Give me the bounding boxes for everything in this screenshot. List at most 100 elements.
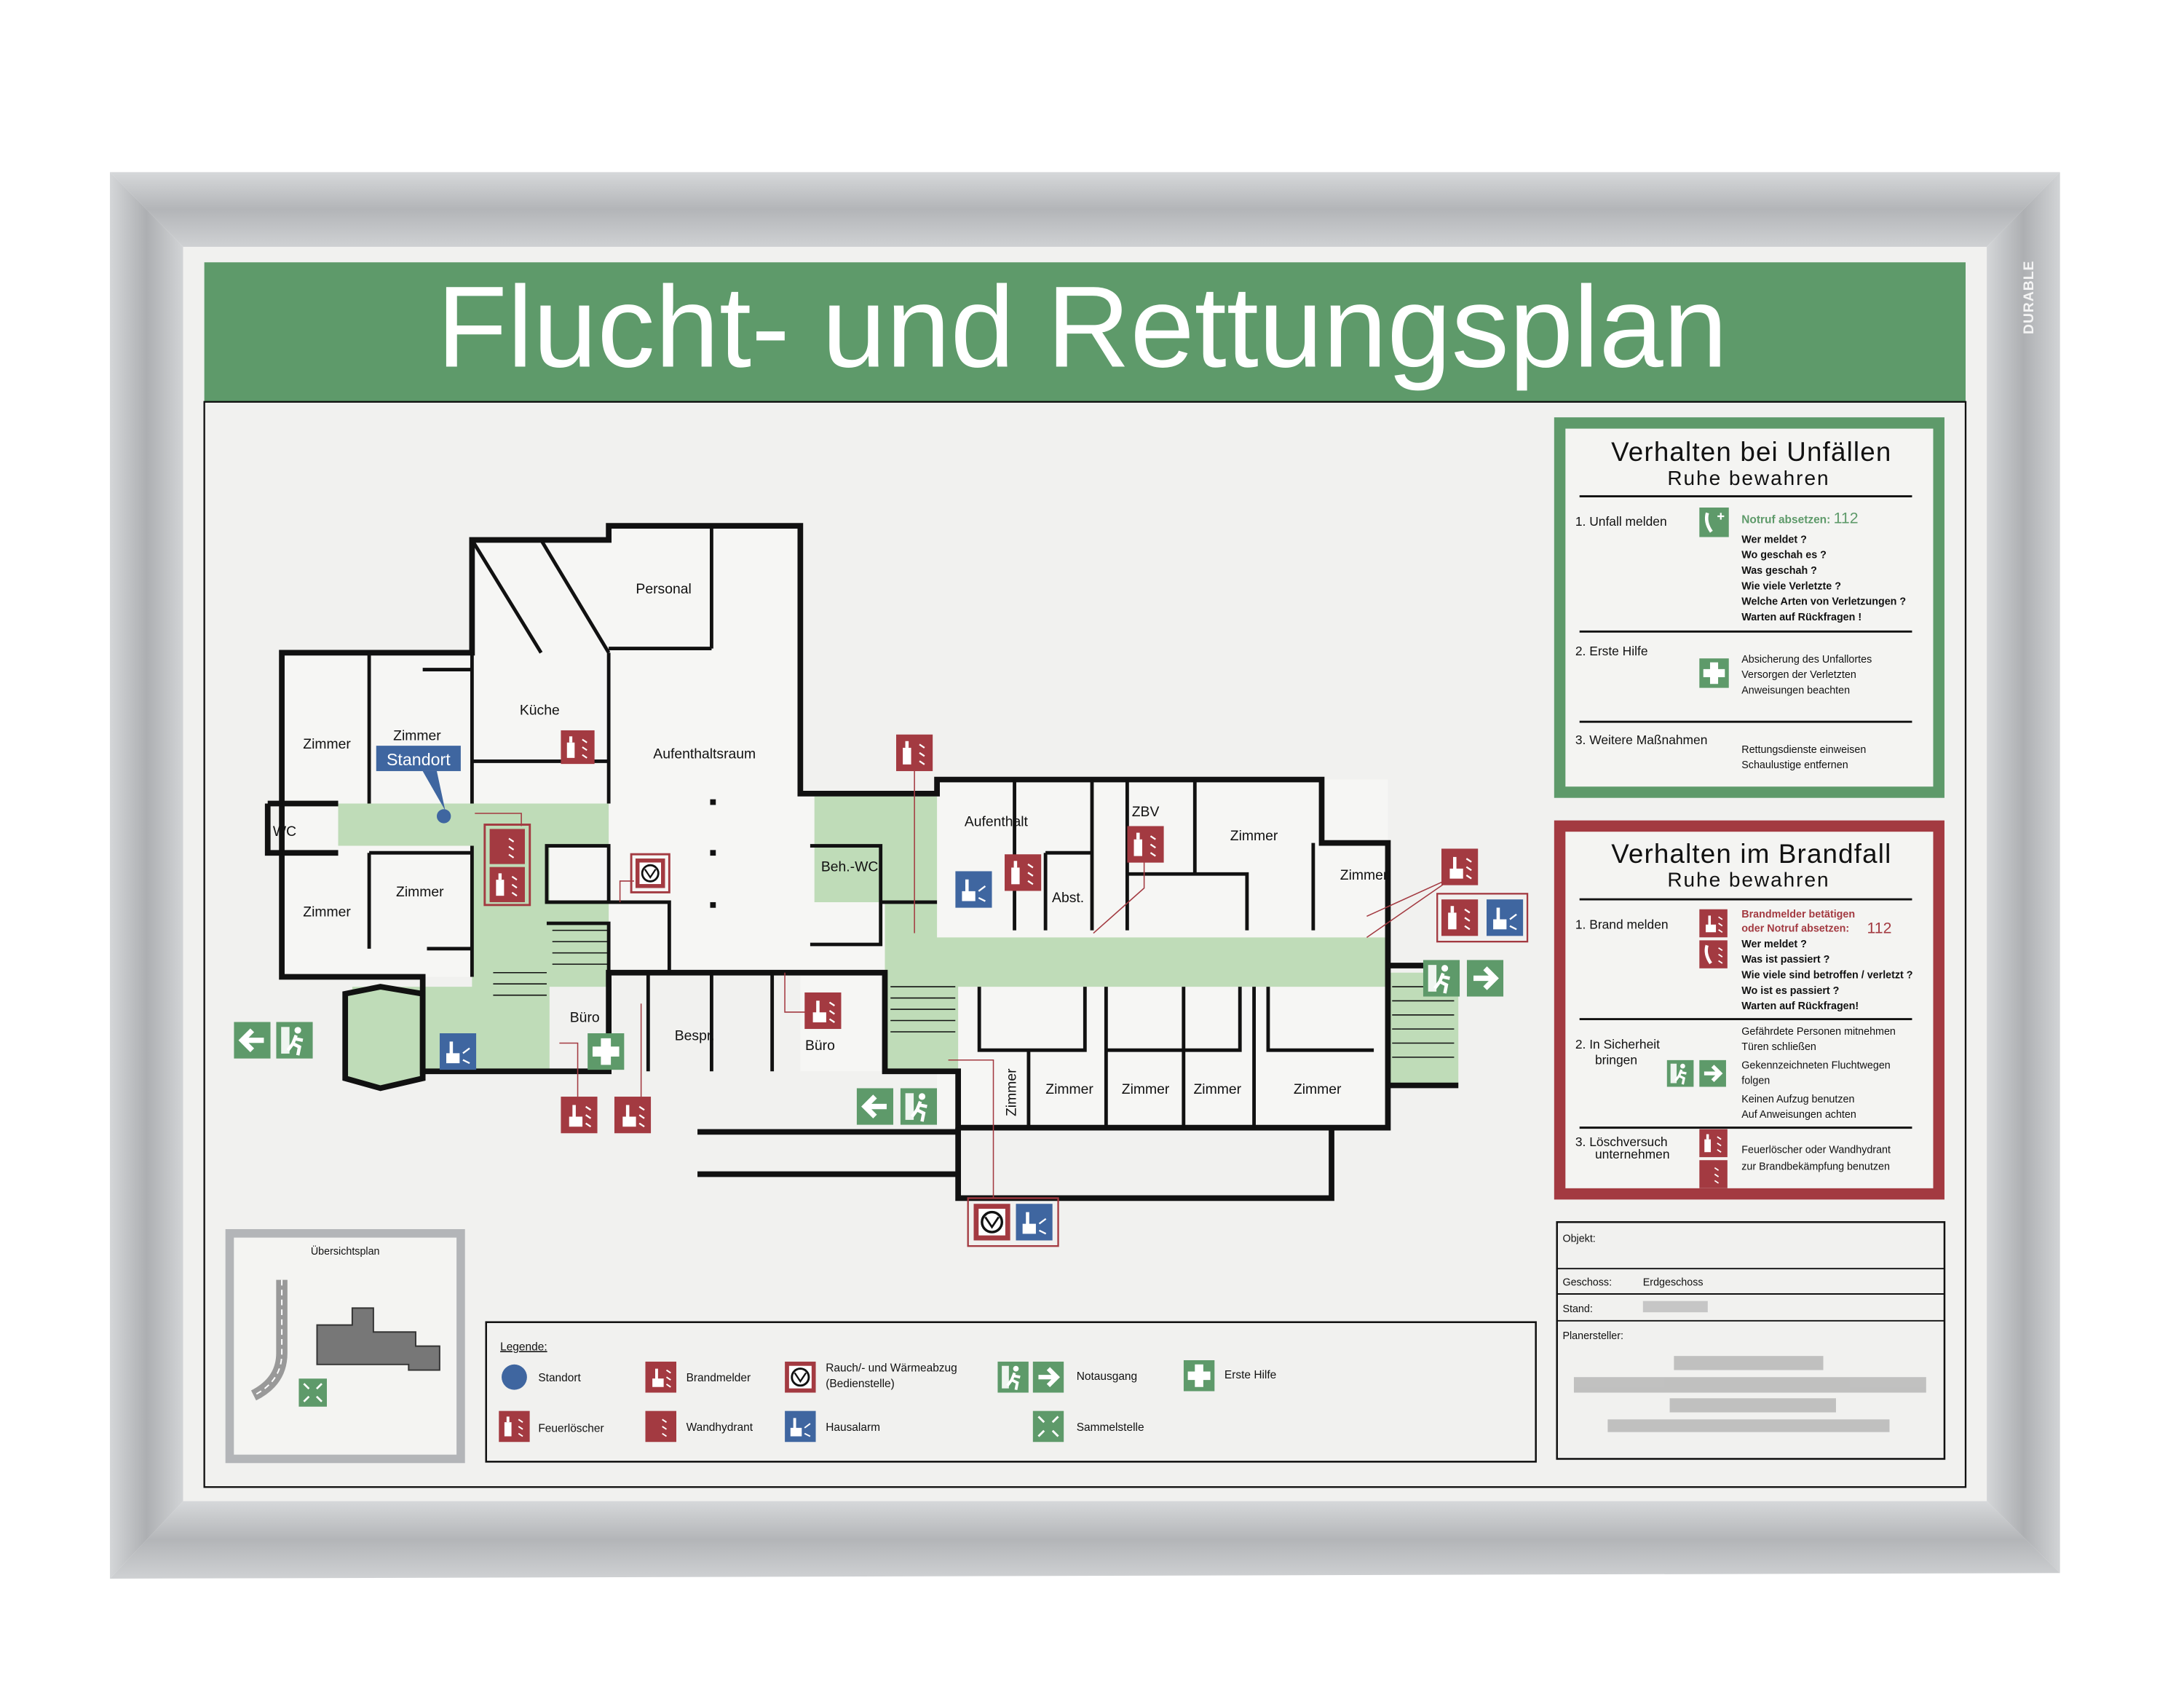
legend: Legende: Standort Brandmelder Rauch/- un… <box>485 1321 1537 1463</box>
question: Warten auf Rückfragen ! <box>1741 612 1861 623</box>
fire-step3-label-2: unternehmen <box>1595 1147 1670 1161</box>
geschoss-label: Geschoss: <box>1562 1276 1612 1288</box>
room-label: Küche <box>520 703 560 719</box>
question: Wer meldet ? <box>1741 939 1807 950</box>
legend-wandhydrant: Wandhydrant <box>687 1421 753 1434</box>
fire-extinguisher-icon <box>1127 826 1164 863</box>
question: Wo geschah es ? <box>1741 550 1827 561</box>
room-label: Personal <box>636 581 691 597</box>
fire-phone-icon <box>1699 940 1728 968</box>
smoke-vent-icon <box>635 858 665 888</box>
room-labels: Personal Küche Zimmer Zimmer Aufenthalts… <box>273 581 1388 1116</box>
overview-plan: Übersichtsplan <box>225 1228 465 1464</box>
emergency-exit-icon <box>901 1088 937 1124</box>
emergency-exit-icon <box>1666 1059 1694 1087</box>
instruction: Rettungsdienste einweisen <box>1741 744 1866 756</box>
legend-notausgang: Notausgang <box>1077 1370 1137 1383</box>
alarm-line2: oder Notruf absetzen: <box>1741 923 1849 935</box>
plan-title: Flucht- und Rettungsplan <box>437 261 1728 391</box>
fire-instructions-panel: Verhalten im Brandfall Ruhe bewahren 1. … <box>1554 820 1944 1200</box>
assembly-point-icon <box>298 1378 328 1407</box>
instruction: Feuerlöscher oder Wandhydrant <box>1741 1144 1891 1156</box>
fire-step2-label: 2. In Sicherheit <box>1575 1037 1660 1051</box>
room-label: Zimmer <box>393 727 441 743</box>
house-alarm-icon <box>1486 899 1524 936</box>
room-label: Zimmer <box>1045 1081 1093 1097</box>
first-aid-icon <box>1183 1359 1215 1392</box>
smoke-vent-icon <box>785 1360 816 1394</box>
fire-step2-label-2: bringen <box>1595 1053 1637 1068</box>
instruction: Absicherung des Unfallortes <box>1741 654 1872 666</box>
accident-step2-label: 2. Erste Hilfe <box>1575 644 1648 658</box>
objekt-label: Objekt: <box>1562 1233 1595 1244</box>
geschoss-value: Erdgeschoss <box>1643 1276 1704 1288</box>
planersteller-blurred <box>1573 1356 1926 1432</box>
fire-alarm-icon <box>1441 848 1479 885</box>
exit-arrow-right-icon <box>1699 1060 1726 1087</box>
fire-extinguisher-icon <box>1005 854 1042 891</box>
room-label: Aufenthaltsraum <box>653 746 756 762</box>
fire-extinguisher-icon <box>488 867 526 902</box>
room-label: Zimmer <box>303 736 351 752</box>
wandhydrant-icon <box>645 1410 677 1443</box>
instruction: Versorgen der Verletzten <box>1741 669 1856 681</box>
emergency-call-text: Notruf absetzen: 112 <box>1741 509 1858 526</box>
fire-extinguisher-icon <box>1699 1129 1728 1158</box>
accident-title: Verhalten bei Unfällen <box>1611 437 1891 467</box>
durable-logo: DURABLE <box>2021 261 2037 334</box>
fire-step1-label: 1. Brand melden <box>1575 917 1669 932</box>
emergency-exit-icon <box>997 1362 1029 1393</box>
wandhydrant-icon <box>1699 1160 1728 1188</box>
room-label: Zimmer <box>1122 1081 1170 1097</box>
accident-step1-label: 1. Unfall melden <box>1575 514 1667 529</box>
fire-step3-label: 3. Löschversuch <box>1575 1134 1668 1149</box>
question: Was geschah ? <box>1741 565 1817 577</box>
assembly-point-icon <box>1032 1410 1064 1443</box>
instruction: zur Brandbekämpfung benutzen <box>1741 1161 1890 1173</box>
question: Wer meldet ? <box>1741 534 1807 545</box>
room-label: Büro <box>570 1009 600 1025</box>
room-label: Beh.-WC <box>821 859 878 875</box>
legend-rauch: Rauch/- und Wärmeabzug <box>826 1362 957 1374</box>
legend-hausalarm: Hausalarm <box>826 1421 880 1434</box>
instruction: Keinen Aufzug benutzen <box>1741 1094 1854 1105</box>
standort-label: Standort <box>387 750 451 769</box>
instruction: Anweisungen beachten <box>1741 685 1850 697</box>
title-bar <box>204 262 1966 402</box>
instruction: Schaulustige entfernen <box>1741 759 1848 771</box>
fire-extinguisher-icon <box>1441 899 1479 936</box>
fire-alarm-icon <box>1699 909 1728 938</box>
fire-alarm-icon <box>614 1097 652 1134</box>
question: Wo ist es passiert ? <box>1741 985 1839 997</box>
fire-extinguisher-icon <box>499 1410 530 1443</box>
planersteller-label: Planersteller: <box>1562 1330 1623 1342</box>
legend-standort: Standort <box>538 1372 581 1384</box>
first-aid-icon <box>1699 658 1729 688</box>
emergency-phone-icon <box>1699 508 1729 537</box>
room-label: Zimmer <box>303 904 351 920</box>
overview-title: Übersichtsplan <box>311 1244 380 1258</box>
wandhydrant-icon <box>488 829 526 864</box>
fire-alarm-icon <box>561 1097 598 1134</box>
fire-alarm-icon <box>645 1360 677 1394</box>
question: Was ist passiert ? <box>1741 954 1829 966</box>
first-aid-icon <box>587 1033 625 1070</box>
accident-step3-label: 3. Weitere Maßnahmen <box>1575 733 1708 747</box>
room-label: Aufenthalt <box>965 813 1029 829</box>
floor-plan <box>264 523 1459 1201</box>
legend-feuerloescher: Feuerlöscher <box>538 1423 604 1435</box>
alarm-line1: Brandmelder betätigen <box>1741 909 1855 920</box>
smoke-vent-icon <box>973 1204 1010 1241</box>
fire-emergency-number: 112 <box>1867 920 1892 937</box>
room-label: Zimmer <box>1193 1081 1241 1097</box>
legend-sammelstelle: Sammelstelle <box>1077 1421 1144 1434</box>
stand-blurred <box>1642 1301 1708 1313</box>
exit-arrow-right-icon <box>1467 960 1503 996</box>
question: Wie viele Verletzte ? <box>1741 580 1841 592</box>
emergency-exit-icon <box>276 1022 312 1058</box>
exit-arrow-left-icon <box>234 1022 270 1058</box>
legend-brandmelder: Brandmelder <box>687 1372 751 1384</box>
room-label: WC <box>273 824 296 840</box>
fire-extinguisher-icon <box>561 730 595 765</box>
